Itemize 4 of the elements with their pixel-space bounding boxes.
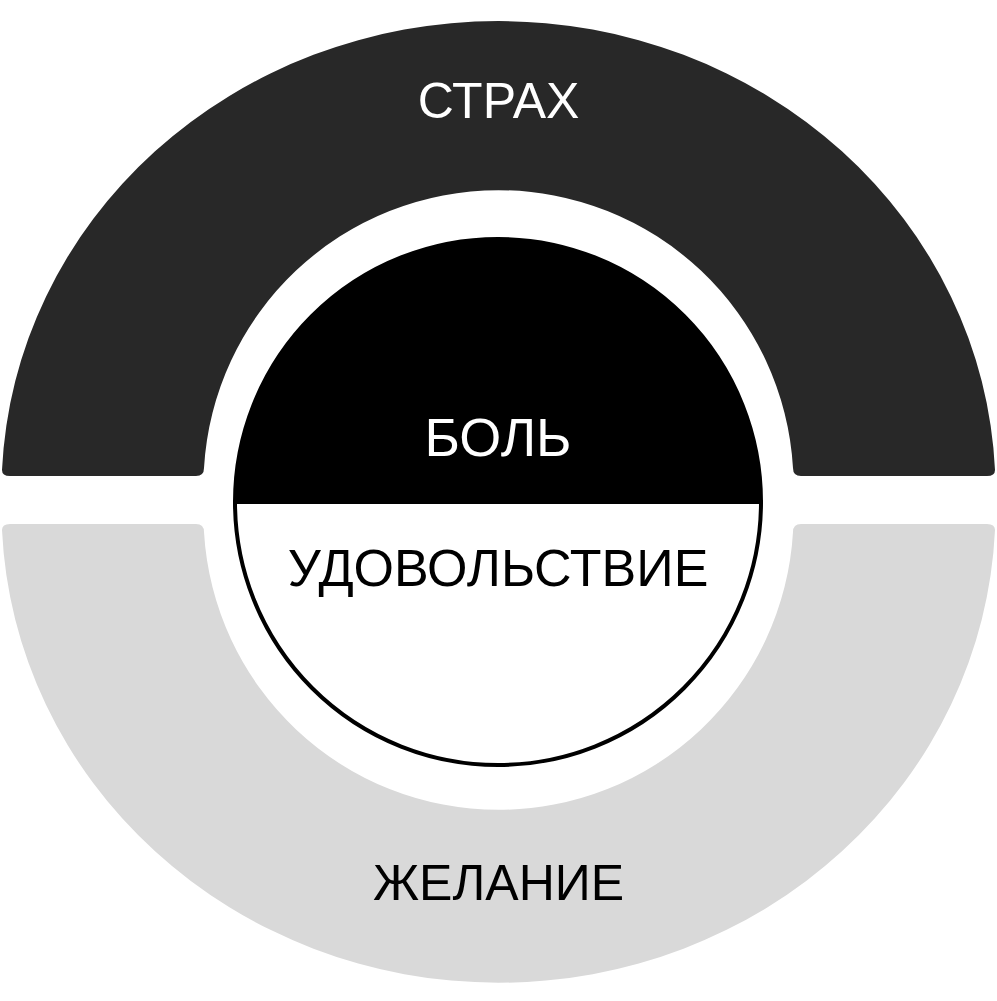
segment-label: ЖЕЛАНИЕ [372,854,625,912]
segment-label: УДОВОЛЬСТВИЕ [287,538,709,598]
segment-label: БОЛЬ [424,406,572,468]
segment-label: СТРАХ [417,72,580,130]
